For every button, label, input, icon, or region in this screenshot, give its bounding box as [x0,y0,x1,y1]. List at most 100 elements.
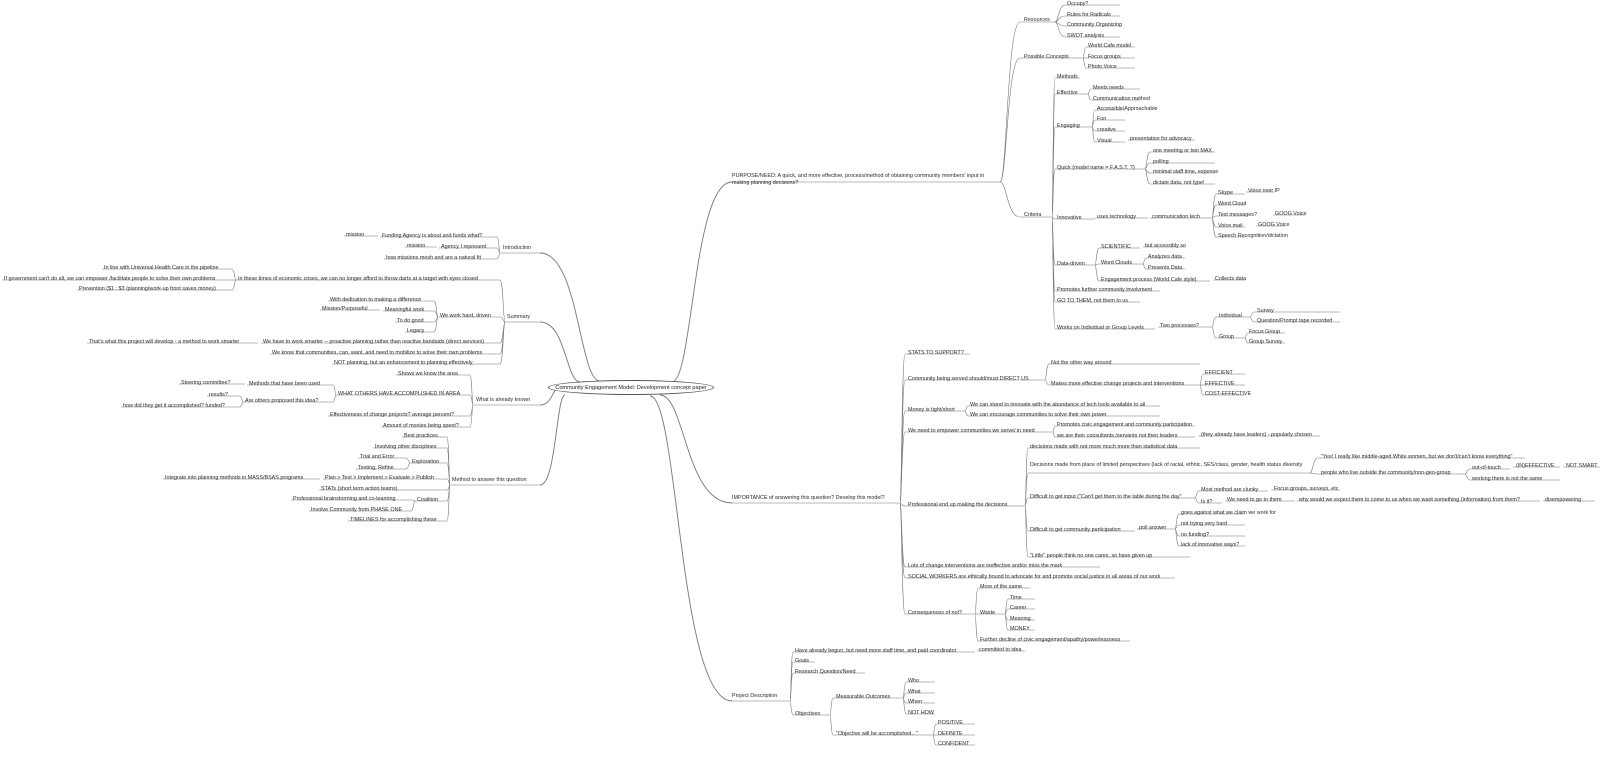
tech-sub[interactable]: GOOG Voice [1275,211,1307,217]
coalition-item[interactable]: Professional brainstorming and co-learni… [293,496,396,502]
resources-node[interactable]: Resources [1024,17,1050,23]
results-node[interactable]: results? [209,392,228,398]
intro-item[interactable]: Agency I represent [441,244,487,250]
measurable-item[interactable]: Who [908,678,920,684]
quick-item[interactable]: polling [1153,159,1169,165]
coalition-node[interactable]: Coalition [417,497,438,503]
quick-item[interactable]: dictate data, not type! [1153,180,1205,186]
intro-sub[interactable]: mission [346,232,365,238]
engagement-node[interactable]: Engagement process (World Cafe style) [1101,277,1197,283]
engaging-item[interactable]: Visual [1097,138,1112,144]
group-item[interactable]: Group Survey [1249,339,1283,345]
project-goals[interactable]: Goals [795,658,810,664]
waste-node[interactable]: Waste [980,610,996,616]
known-item[interactable]: Effectiveness of change projects? averag… [330,412,454,418]
known-node[interactable]: What is already known [476,397,531,403]
plan-node[interactable]: Plan > Test > Implement > Evaluate > Pub… [325,475,434,481]
word-clouds-item[interactable]: Presents Data [1148,265,1183,271]
waste-item[interactable]: MONEY [1010,626,1030,632]
quick-item[interactable]: one meeting or two MAX [1153,148,1213,154]
engaging-item[interactable]: Accessible/Approachable [1097,106,1158,112]
crisis-item[interactable]: Prevention ($1 : $3 /planning/work-up fr… [79,286,216,292]
word-clouds-item[interactable]: Analyzes data [1148,254,1182,260]
tech-sub[interactable]: Voice over IP [1248,188,1280,194]
lots-node[interactable]: Lots of change interventions are ineffec… [908,563,1063,569]
summary-crisis[interactable]: In these times of economic crises, we ca… [238,276,478,282]
effective-item[interactable]: Meets needs [1093,85,1124,91]
project-committed[interactable]: committed to idea [979,647,1022,653]
resource-item[interactable]: Community Organizing [1067,22,1122,28]
little-node[interactable]: "Little" people think no one cares, so h… [1030,553,1153,559]
engaging-item[interactable]: creative [1097,127,1116,133]
promotes-node[interactable]: Promotes further community involvment [1057,287,1152,293]
innovative-node[interactable]: Innovative [1057,215,1082,221]
measurable-item[interactable]: What [908,689,921,695]
participation-node[interactable]: Difficult to get community participation [1030,527,1121,533]
disempowering-node[interactable]: disempowering [1545,497,1582,503]
tech-sub[interactable]: GOOG Voice [1258,222,1290,228]
community-sub[interactable]: EFFECTIVE [1205,381,1235,387]
engaging-item[interactable]: Fun [1097,116,1107,122]
go-to-node[interactable]: We need to go to them [1227,497,1282,503]
concepts-node[interactable]: Possible Concepts [1024,54,1069,60]
empower-sub[interactable]: (they already have leaders) - popularly … [1201,432,1312,438]
poll-item[interactable]: not trying very hard [1181,521,1228,527]
tech-item[interactable]: Text messages? [1218,212,1257,218]
known-item[interactable]: WHAT OTHERS HAVE ACCOMPLISHED IN AREA [338,391,461,397]
works-node[interactable]: Works on Individual or Group Levels [1057,325,1144,331]
professional-item[interactable]: Decisions made from place of limited per… [1030,462,1303,468]
empower-item[interactable]: we are their consultants /servants not t… [1057,433,1178,439]
summary-smarter[interactable]: We have to work smarter -- proactive pla… [263,339,485,345]
proposed-node[interactable]: Are others proposed this idea? [245,398,319,404]
empower-item[interactable]: Promotes civic engagement and community … [1057,422,1193,428]
known-item[interactable]: Amount of monies being spent? [383,423,459,429]
professional-node[interactable]: Professional end up making the decisions [908,502,1008,508]
clunky-node[interactable]: Most method are clunky [1201,487,1259,493]
waste-item[interactable]: Meaning [1010,616,1031,622]
measurable-node[interactable]: Measurable Outcomes [836,694,891,700]
ineffective-node[interactable]: (IN)EFFECTIVE [1516,463,1555,469]
outside-node[interactable]: people who live outside the community/no… [1321,470,1451,476]
exploration-node[interactable]: Exploration [412,459,439,465]
resource-item[interactable]: Occupy? [1067,1,1089,7]
comm-tech-node[interactable]: communication tech [1152,214,1200,220]
uses-tech-node[interactable]: uses technology [1097,214,1136,220]
engaging-node[interactable]: Engaging [1057,123,1080,129]
purpose-node[interactable]: PURPOSE/NEED: A quick, and more effectiv… [732,173,985,186]
money-node[interactable]: Money is tight/short [908,407,955,413]
stats-node[interactable]: STATS TO SUPPORT? [908,350,964,356]
hard-item[interactable]: Legacy [407,328,425,334]
steering-node[interactable]: Steering committee? [181,380,231,386]
quick-node[interactable]: Quick (model name = F.A.S.T. ?) [1057,165,1135,171]
measurable-item[interactable]: When [908,699,923,705]
engagement-sub[interactable]: Collects data [1215,276,1247,282]
methods-used-node[interactable]: Methods that have been used [249,381,321,387]
objective-item[interactable]: DEFINITE [938,731,963,737]
summary-node[interactable]: Summary [507,314,531,320]
smarter-sub[interactable]: That's what this project will develop - … [89,339,240,345]
quote-node[interactable]: "Yes! I really like middle-aged White wo… [1321,454,1513,460]
method-item[interactable]: Best practices [404,433,438,439]
objective-item[interactable]: POSITIVE [938,720,963,726]
poll-node[interactable]: poll answer [1139,525,1167,531]
crisis-item[interactable]: In line with Universal Health Care in th… [104,265,219,271]
community-item[interactable]: Makes more effective change projects and… [1051,381,1185,387]
method-item[interactable]: Involving other disciplines [375,444,437,450]
empower-node[interactable]: We need to empower communities we serve/… [908,428,1035,434]
quick-item[interactable]: minimal staff time, expense [1153,169,1219,175]
community-item[interactable]: Not the other way around [1051,360,1112,366]
working-node[interactable]: working there is not the same [1472,476,1543,482]
project-node[interactable]: Project Description [732,693,778,699]
money-item[interactable]: We can stand to innovate with the abunda… [970,402,1146,408]
objective-will-node[interactable]: "Objective will be accomplished..." [836,731,918,737]
individual-item[interactable]: Survey [1257,308,1274,314]
tech-item[interactable]: Speech Recognition/dictation [1218,233,1288,239]
objective-item[interactable]: CONFIDENT [938,741,970,747]
exploration-item[interactable]: Trial and Error [360,454,395,460]
tech-item[interactable]: Skype [1218,190,1233,196]
root-node[interactable]: Community Engagement Model: Development … [548,380,714,395]
waste-item[interactable]: Time [1010,595,1022,601]
resource-item[interactable]: SWOT analysis [1067,33,1105,39]
project-research[interactable]: Research Question/Need [795,669,856,675]
word-clouds-node[interactable]: Word Clouds [1101,260,1133,266]
